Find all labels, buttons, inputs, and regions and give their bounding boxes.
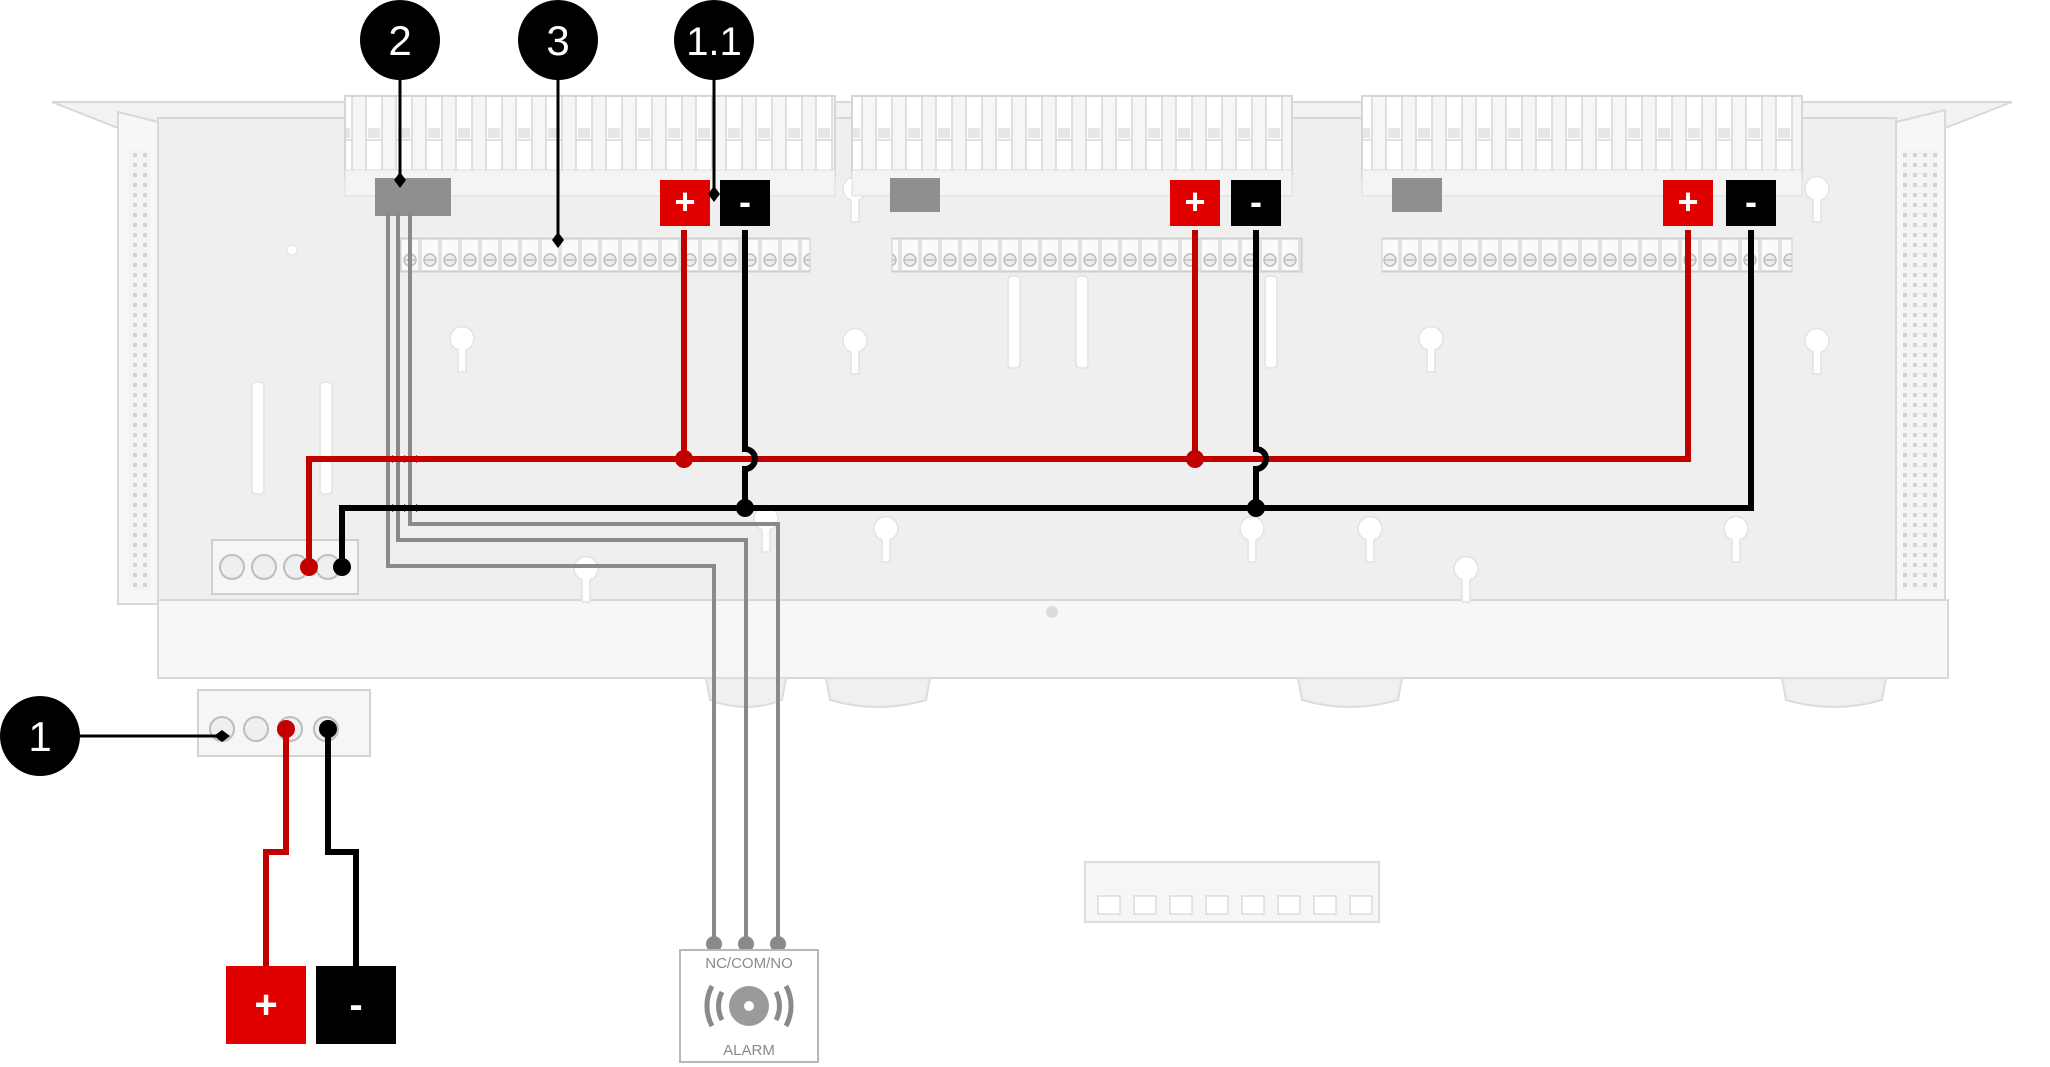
left-vent	[128, 150, 150, 590]
callout-1-1-label: 1.1	[686, 20, 742, 64]
module-terminal-signs: + - + - + -	[660, 180, 1776, 226]
alarm-contacts-label: NC/COM/NO	[705, 955, 793, 972]
plus-box	[1663, 180, 1713, 226]
psu-module-3	[1361, 95, 1803, 273]
minus-sign: -	[739, 181, 751, 222]
positive-input-wire	[263, 729, 289, 972]
terminal-strip	[891, 237, 1303, 273]
keyhole-holes	[449, 175, 1830, 603]
status-led-block	[375, 178, 451, 216]
callout-3: 3	[518, 0, 598, 248]
positive-bus-main	[306, 230, 1691, 567]
alarm-wire-no	[408, 212, 780, 944]
power-plus-box	[226, 966, 306, 1044]
power-plus-sign: +	[254, 983, 277, 1027]
enclosure	[51, 101, 2013, 708]
minus-sign: -	[1745, 181, 1757, 222]
plus-sign: +	[674, 181, 695, 222]
minus-box	[1231, 180, 1281, 226]
status-led-block	[890, 178, 940, 212]
gland	[1296, 677, 1404, 708]
module-2-signs: + -	[1170, 180, 1281, 226]
power-minus-sign: -	[349, 983, 362, 1027]
negative-drop-2	[1253, 230, 1269, 508]
gland	[824, 677, 932, 708]
negative-bus	[325, 230, 1754, 972]
positive-bus	[263, 230, 1691, 972]
minus-sign: -	[1250, 181, 1262, 222]
callout-2: 2	[360, 0, 440, 188]
callout-3-label: 3	[546, 17, 569, 64]
alarm-device: NC/COM/NO ALARM	[679, 949, 819, 1063]
callout-2-label: 2	[388, 17, 411, 64]
negative-bus-main	[339, 230, 1754, 567]
plus-box	[660, 180, 710, 226]
terminal-strip	[1381, 237, 1793, 273]
minus-box	[720, 180, 770, 226]
terminal-strip	[399, 237, 811, 273]
callout-1-1: 1.1	[674, 0, 754, 202]
mounting-slots	[251, 275, 1278, 495]
siren-icon	[704, 984, 794, 1028]
alarm-wires	[386, 212, 780, 944]
alarm-wire-com	[396, 212, 748, 944]
alarm-label: ALARM	[723, 1042, 775, 1059]
power-input: + -	[226, 966, 396, 1044]
status-led-block	[1392, 178, 1442, 212]
plus-box	[1170, 180, 1220, 226]
module-1-signs: + -	[660, 180, 770, 226]
module-3-signs: + -	[1663, 180, 1776, 226]
psu-module-1	[344, 95, 836, 273]
callout-1: 1	[0, 696, 230, 776]
right-vent	[1903, 150, 1937, 590]
alarm-wire-nc	[386, 212, 716, 944]
power-minus-box	[316, 966, 396, 1044]
callouts: 2 3 1.1 1	[0, 0, 754, 776]
junctions	[277, 450, 1265, 952]
minus-box	[1726, 180, 1776, 226]
callout-1-label: 1	[28, 713, 51, 760]
gland	[1780, 677, 1888, 708]
vent-grille	[1084, 861, 1380, 923]
negative-drop-1	[742, 230, 758, 508]
plus-sign: +	[1184, 181, 1205, 222]
negative-input-wire	[325, 729, 359, 972]
plus-sign: +	[1677, 181, 1698, 222]
